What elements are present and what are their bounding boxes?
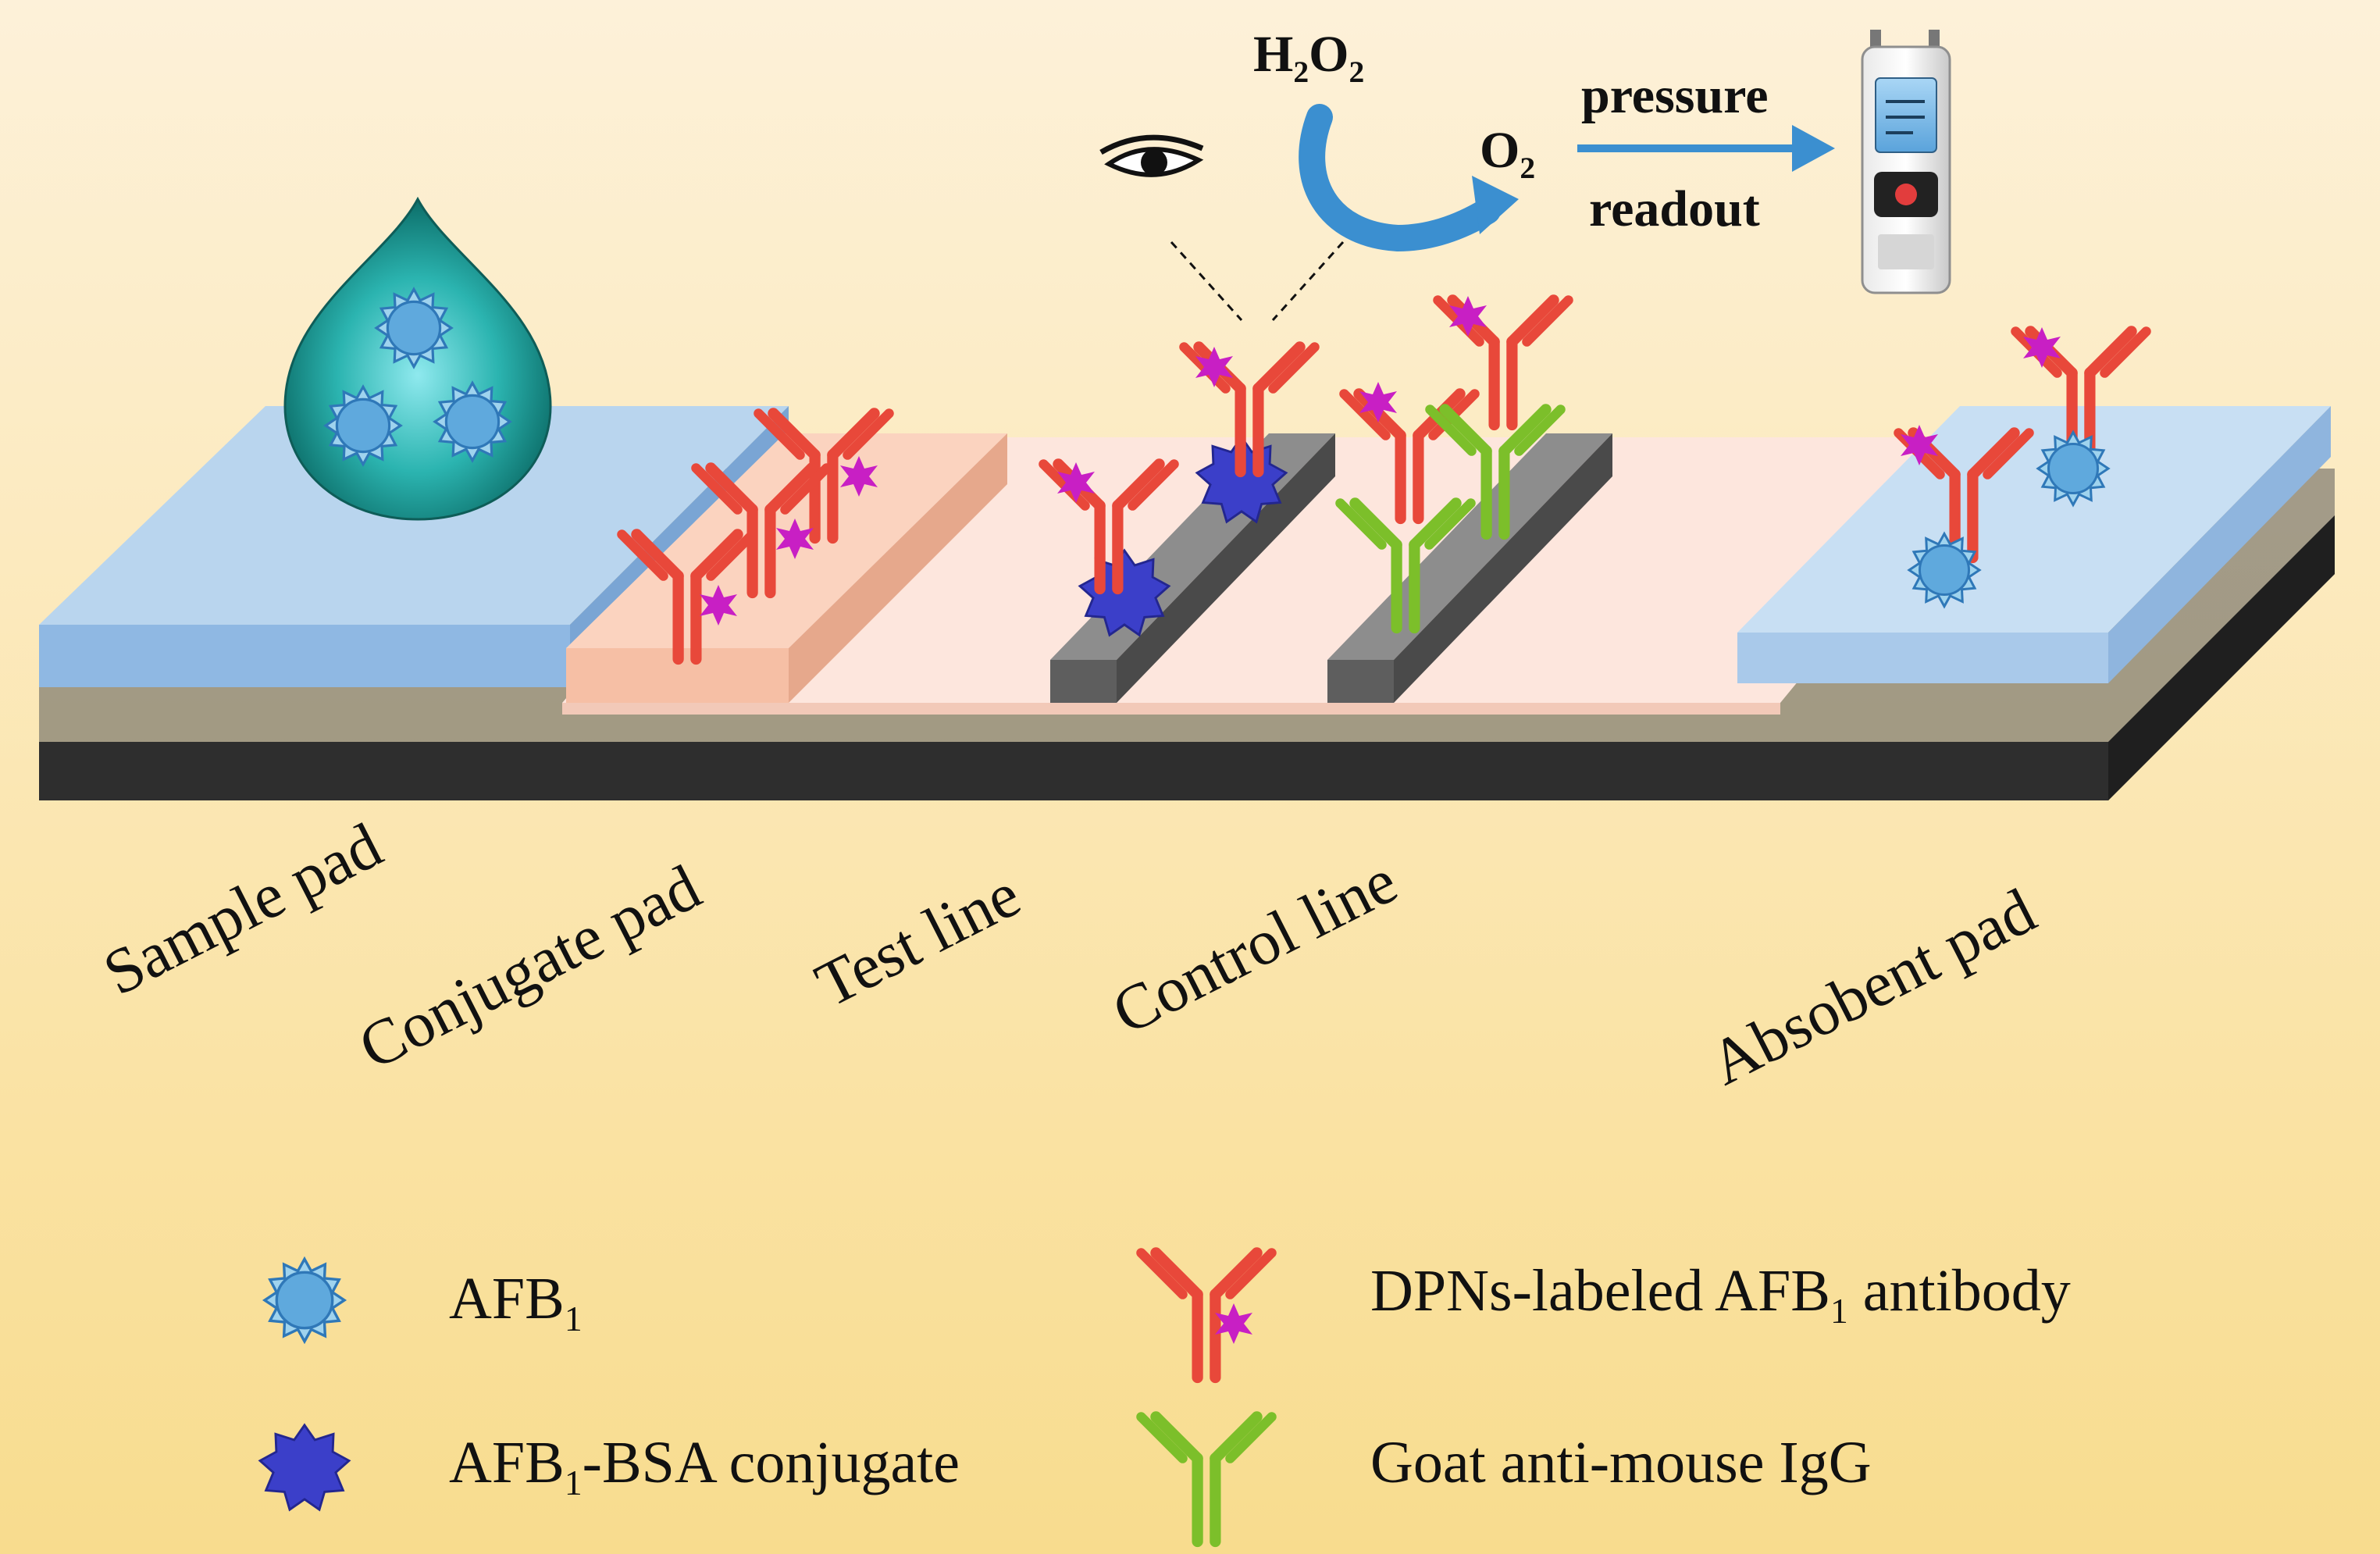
legend-afb1-text: AFB1: [449, 1266, 583, 1338]
legend-dpn-antibody-icon: [1141, 1253, 1271, 1378]
absorbent-pad: [1737, 406, 2331, 683]
pressure-label: pressure: [1581, 67, 1769, 124]
readout-label: readout: [1589, 180, 1760, 237]
pressure-meter-icon: [1861, 30, 1951, 294]
readout-arrow: [1577, 125, 1835, 172]
eye-icon: [1099, 134, 1204, 177]
legend-afb1-bsa-icon: [258, 1424, 351, 1511]
legend-goat-igg-icon: [1141, 1417, 1271, 1542]
legend-afb1-bsa-text: AFB1-BSA conjugate: [449, 1430, 960, 1502]
legend-afb1-icon: [263, 1257, 346, 1343]
legend-goat-igg-text: Goat anti-mouse IgG: [1370, 1430, 1872, 1495]
sight-lines: [1170, 241, 1345, 322]
reaction-arrow: [1299, 104, 1519, 252]
sample-drop: [283, 196, 552, 521]
legend-dpn-antibody-text: DPNs-labeled AFB1 antibody: [1370, 1258, 2071, 1331]
o2-label: O2: [1480, 122, 1536, 185]
h2o2-label: H2O2: [1253, 26, 1365, 89]
